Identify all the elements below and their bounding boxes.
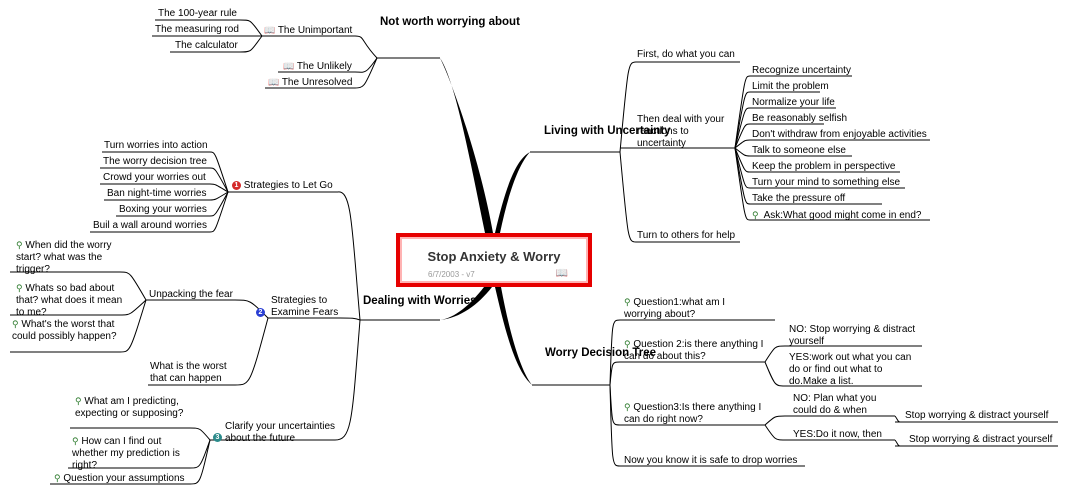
leaf-wall[interactable]: Buil a wall around worries — [93, 220, 207, 231]
leaf-text: Question3:Is there anything I can do rig… — [624, 402, 762, 425]
branch-living[interactable]: Living with Uncertainty — [544, 125, 671, 137]
node-then-deal[interactable]: Then deal with your reactions to uncerta… — [637, 114, 725, 149]
leaf-text: When did the worry start? what was the t… — [16, 240, 112, 275]
node-q3-yes-next[interactable]: Stop worrying & distract yourself — [909, 434, 1053, 445]
leaf-limit[interactable]: Limit the problem — [752, 81, 829, 92]
key-icon: ⚲ — [72, 436, 79, 446]
leaf-text: Question1:what am I worrying about? — [624, 297, 726, 320]
node-unlikely[interactable]: 📖 The Unlikely — [283, 60, 352, 73]
leaf-calculator[interactable]: The calculator — [175, 40, 238, 51]
central-title: Stop Anxiety & Worry — [427, 249, 561, 264]
key-icon: ⚲ — [75, 396, 82, 406]
node-q3-no[interactable]: NO: Plan what you could do & when — [793, 393, 877, 416]
node-label: The Unresolved — [281, 77, 353, 88]
leaf-normalize[interactable]: Normalize your life — [752, 97, 835, 108]
leaf-dont-withdraw[interactable]: Don't withdraw from enjoyable activities — [752, 129, 927, 140]
leaf-recognize[interactable]: Recognize uncertainty — [752, 65, 851, 76]
node-label: The Unimportant — [277, 25, 353, 36]
node-q2[interactable]: ⚲ Question 2:is there anything I can do … — [624, 338, 764, 363]
node-examine[interactable]: Strategies to Examine Fears — [271, 295, 339, 318]
key-icon: ⚲ — [16, 240, 23, 250]
node-q3-no-next[interactable]: Stop worrying & distract yourself — [905, 410, 1049, 421]
leaf-find-out[interactable]: ⚲ How can I find out whether my predicti… — [72, 435, 190, 472]
node-label: The Unlikely — [296, 61, 352, 72]
leaf-100-year[interactable]: The 100-year rule — [158, 8, 237, 19]
leaf-when-start[interactable]: ⚲ When did the worry start? what was the… — [16, 239, 126, 276]
leaf-text: What am I predicting, expecting or suppo… — [75, 396, 184, 419]
leaf-ban-night[interactable]: Ban night-time worries — [107, 188, 207, 199]
leaf-text: Question your assumptions — [63, 473, 185, 484]
key-icon: ⚲ — [752, 210, 759, 220]
key-icon: ⚲ — [16, 283, 23, 293]
leaf-pressure[interactable]: Take the pressure off — [752, 193, 846, 204]
node-q2-yes[interactable]: YES:work out what you can do or find out… — [789, 352, 912, 387]
key-icon: ⚲ — [12, 319, 19, 329]
leaf-text: How can I find out whether my prediction… — [72, 436, 180, 471]
branch-dealing[interactable]: Dealing with Worries — [363, 295, 477, 307]
node-q2-no[interactable]: NO: Stop worrying & distract yourself — [789, 324, 916, 347]
node-unimportant[interactable]: 📖 The Unimportant — [264, 24, 352, 37]
leaf-text: Ask:What good might come in end? — [763, 210, 922, 221]
node-clarify[interactable]: Clarify your uncertainties about the fut… — [225, 421, 336, 444]
book-icon: 📖 — [264, 25, 276, 35]
number-1-icon: 1 — [232, 180, 241, 190]
number-3-icon: 3 — [213, 427, 225, 442]
leaf-turn-worries[interactable]: Turn worries into action — [104, 140, 208, 151]
book-icon: 📖 — [283, 61, 295, 71]
leaf-question-assumptions[interactable]: ⚲ Question your assumptions — [54, 472, 185, 485]
node-q1[interactable]: ⚲ Question1:what am I worrying about? — [624, 296, 764, 321]
book-icon: 📖 — [268, 77, 280, 87]
leaf-boxing[interactable]: Boxing your worries — [119, 204, 207, 215]
branch-tree[interactable]: Worry Decision Tree — [545, 347, 656, 359]
node-unresolved[interactable]: 📖 The Unresolved — [268, 76, 352, 89]
leaf-turn-mind[interactable]: Turn your mind to something else — [752, 177, 901, 188]
leaf-worst-possible[interactable]: ⚲ What's the worst that could possibly h… — [12, 318, 124, 343]
leaf-text: Question 2:is there anything I can do ab… — [624, 339, 764, 362]
node-what-worst[interactable]: What is the worst that can happen — [150, 361, 227, 384]
node-turn-others[interactable]: Turn to others for help — [637, 230, 736, 241]
node-first-do[interactable]: First, do what you can — [637, 49, 735, 60]
leaf-talk[interactable]: Talk to someone else — [752, 145, 846, 156]
node-let-go[interactable]: 1 Strategies to Let Go — [232, 180, 333, 192]
node-unpacking[interactable]: Unpacking the fear — [149, 289, 233, 300]
node-q3-yes[interactable]: YES:Do it now, then — [793, 429, 882, 440]
leaf-measuring-rod[interactable]: The measuring rod — [155, 24, 239, 35]
node-q3[interactable]: ⚲ Question3:Is there anything I can do r… — [624, 401, 764, 426]
leaf-decision-tree[interactable]: The worry decision tree — [103, 156, 207, 167]
branch-not-worth[interactable]: Not worth worrying about — [380, 16, 520, 28]
key-icon: ⚲ — [624, 297, 631, 307]
leaf-perspective[interactable]: Keep the problem in perspective — [752, 161, 896, 172]
leaf-text: What's the worst that could possibly hap… — [12, 319, 117, 342]
node-safe-drop[interactable]: Now you know it is safe to drop worries — [624, 455, 798, 466]
leaf-selfish[interactable]: Be reasonably selfish — [752, 113, 848, 124]
number-2-icon: 2 — [256, 296, 268, 317]
book-icon: 📖 — [555, 268, 568, 279]
leaf-ask-good[interactable]: ⚲ Ask:What good might come in end? — [752, 209, 921, 222]
leaf-whats-so-bad[interactable]: ⚲ Whats so bad about that? what does it … — [16, 282, 126, 319]
central-date: 6/7/2003 - v7 — [428, 270, 475, 279]
key-icon: ⚲ — [624, 339, 631, 349]
central-topic[interactable]: Stop Anxiety & Worry 6/7/2003 - v7 📖 — [396, 233, 592, 287]
key-icon: ⚲ — [54, 473, 61, 483]
leaf-predicting[interactable]: ⚲ What am I predicting, expecting or sup… — [75, 395, 190, 420]
leaf-crowd-out[interactable]: Crowd your worries out — [103, 172, 206, 183]
leaf-text: Whats so bad about that? what does it me… — [16, 283, 123, 318]
key-icon: ⚲ — [624, 402, 631, 412]
node-label: Strategies to Let Go — [243, 180, 333, 191]
